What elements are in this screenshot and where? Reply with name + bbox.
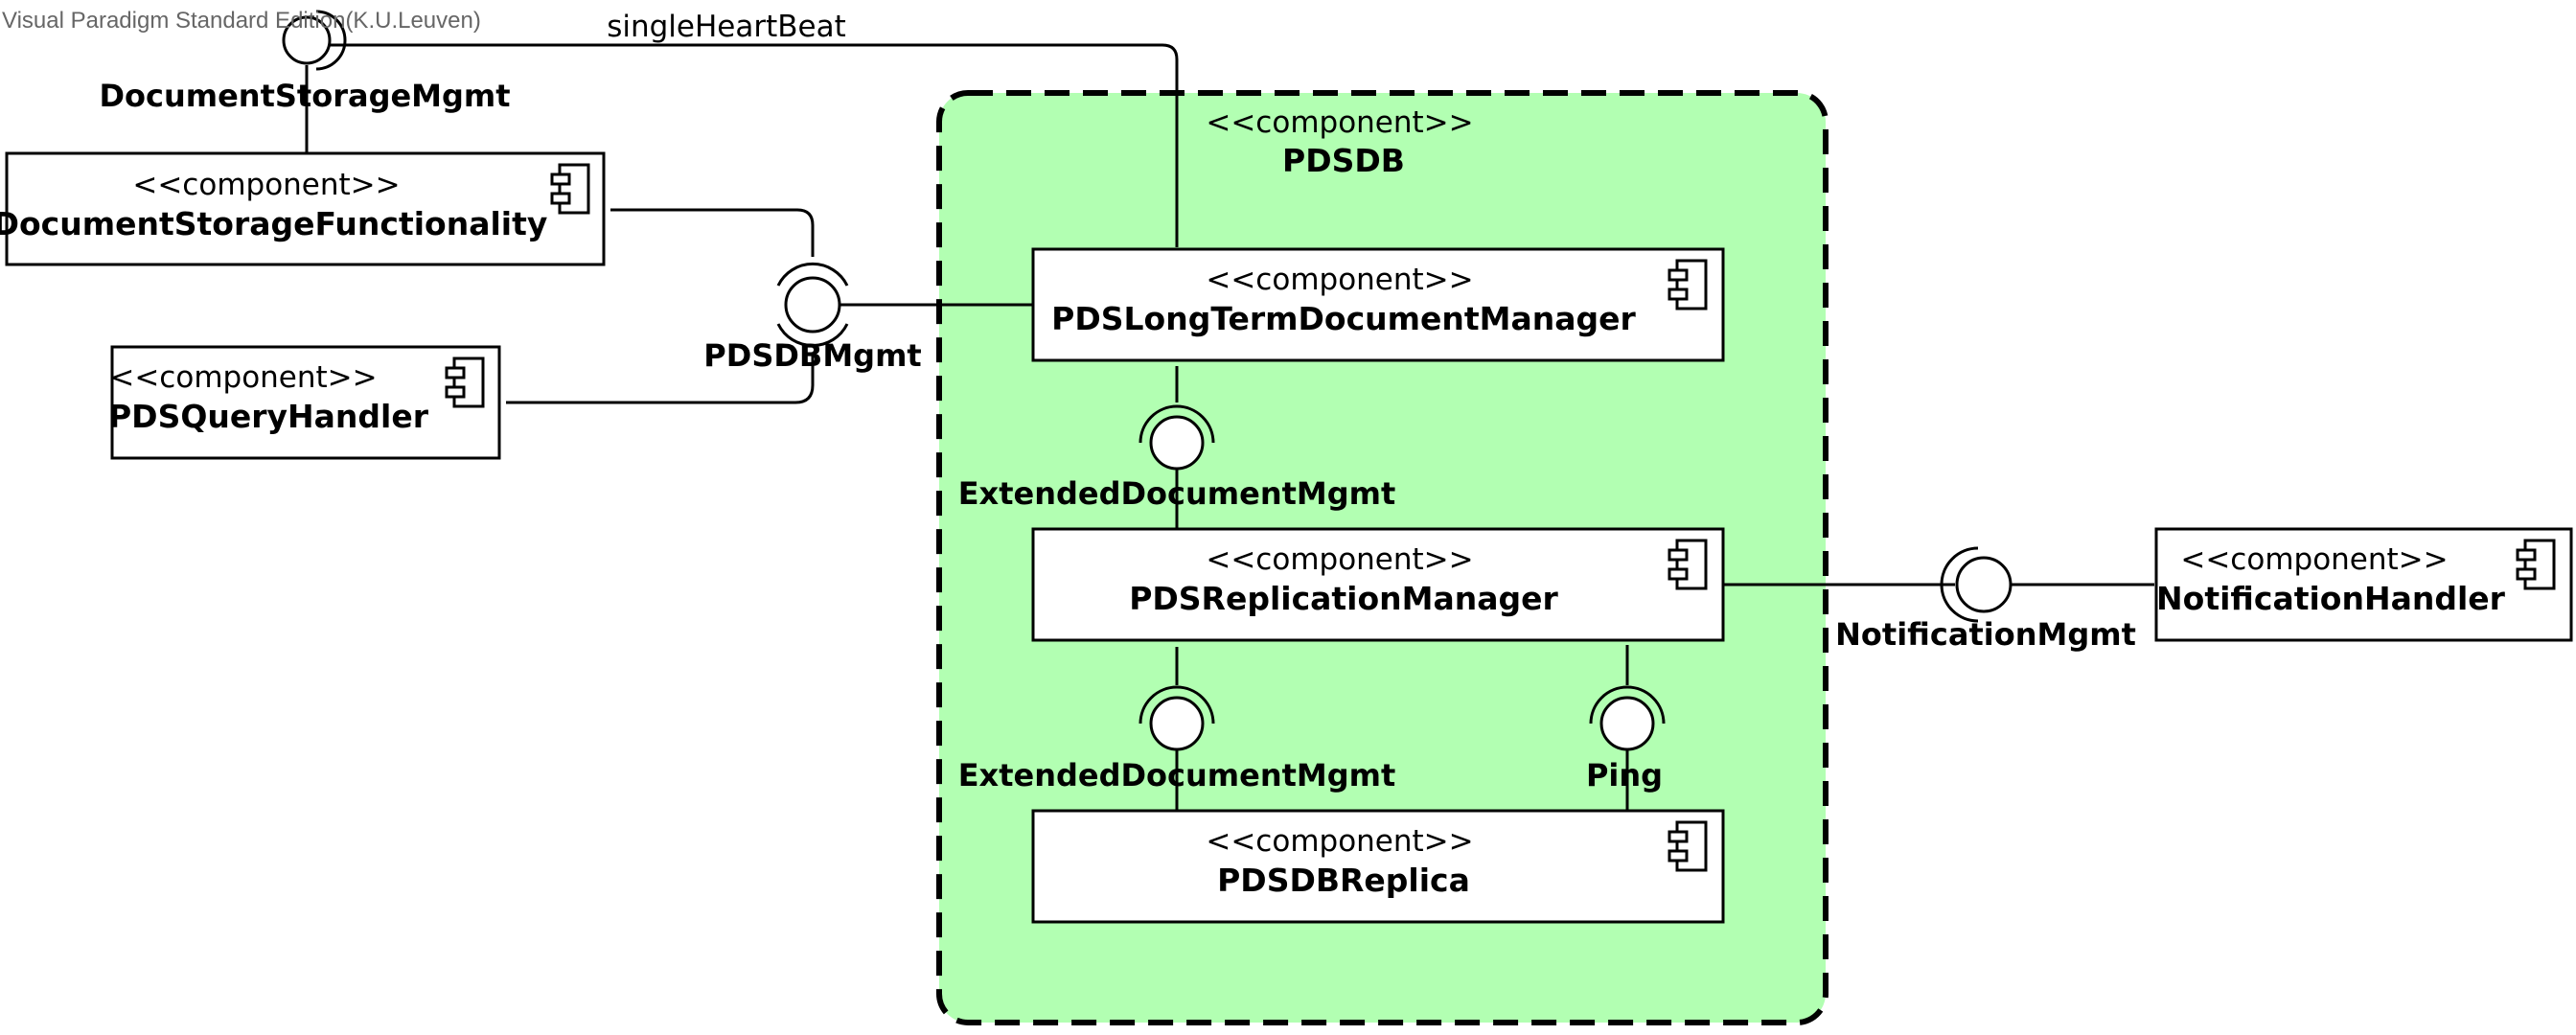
document-storage-functionality-name: DocumentStorageFunctionality xyxy=(0,205,547,242)
pds-replication-manager-name: PDSReplicationManager xyxy=(1129,580,1558,617)
pds-query-handler-component[interactable]: <<component>> PDSQueryHandler xyxy=(108,345,501,460)
pds-query-handler-name: PDSQueryHandler xyxy=(108,398,429,435)
pdsdb-container-stereotype: <<component>> xyxy=(1206,105,1473,140)
pdsdb-mgmt-label: PDSDBMgmt xyxy=(703,337,921,374)
single-heart-beat-label: singleHeartBeat xyxy=(607,10,846,44)
extended-document-mgmt-1-label: ExtendedDocumentMgmt xyxy=(958,475,1396,512)
notification-mgmt-label: NotificationMgmt xyxy=(1835,616,2136,653)
document-storage-functionality-link[interactable] xyxy=(610,208,815,257)
ping-interface[interactable] xyxy=(1589,685,1666,751)
extended-document-mgmt-2-label: ExtendedDocumentMgmt xyxy=(958,757,1396,794)
component-icon xyxy=(550,163,590,215)
component-icon xyxy=(2516,539,2556,590)
ping-label: Ping xyxy=(1586,757,1663,794)
document-storage-mgmt-label: DocumentStorageMgmt xyxy=(99,78,510,114)
extended-document-mgmt-2-interface[interactable] xyxy=(1138,685,1215,751)
pds-replication-manager-component[interactable]: <<component>> PDSReplicationManager xyxy=(1031,527,1725,642)
pds-query-handler-link[interactable] xyxy=(506,355,815,404)
pdsdb-container-name: PDSDB xyxy=(1282,142,1405,179)
notification-handler-name: NotificationHandler xyxy=(2156,580,2506,617)
single-heart-beat-connector[interactable] xyxy=(324,43,1179,247)
extended-document-mgmt-1-interface[interactable] xyxy=(1138,404,1215,471)
document-storage-functionality-component[interactable]: <<component>> DocumentStorageFunctionali… xyxy=(0,151,606,266)
pds-replication-manager-stereotype: <<component>> xyxy=(1206,542,1473,577)
document-storage-functionality-stereotype: <<component>> xyxy=(132,168,400,202)
pds-long-term-document-manager-name: PDSLongTermDocumentManager xyxy=(1051,300,1636,337)
pdsdb-replica-stereotype: <<component>> xyxy=(1206,824,1473,859)
notification-mgmt-interface[interactable] xyxy=(1940,546,2012,623)
pds-long-term-document-manager-component[interactable]: <<component>> PDSLongTermDocumentManager xyxy=(1031,247,1725,362)
pds-query-handler-stereotype: <<component>> xyxy=(109,360,377,395)
watermark: Visual Paradigm Standard Edition(K.U.Leu… xyxy=(2,8,481,34)
pdsdb-replica-name: PDSDBReplica xyxy=(1217,862,1470,899)
pdsdb-replica-component[interactable]: <<component>> PDSDBReplica xyxy=(1031,809,1725,924)
notification-handler-component[interactable]: <<component>> NotificationHandler xyxy=(2154,527,2573,642)
notification-handler-stereotype: <<component>> xyxy=(2180,542,2448,577)
pdsdb-mgmt-interface[interactable] xyxy=(776,263,849,347)
document-storage-mgmt-interface[interactable] xyxy=(282,10,347,71)
component-icon xyxy=(1668,259,1708,310)
component-icon xyxy=(1668,539,1708,590)
component-icon xyxy=(1668,820,1708,872)
pds-long-term-document-manager-stereotype: <<component>> xyxy=(1206,263,1473,297)
component-icon xyxy=(445,356,485,408)
